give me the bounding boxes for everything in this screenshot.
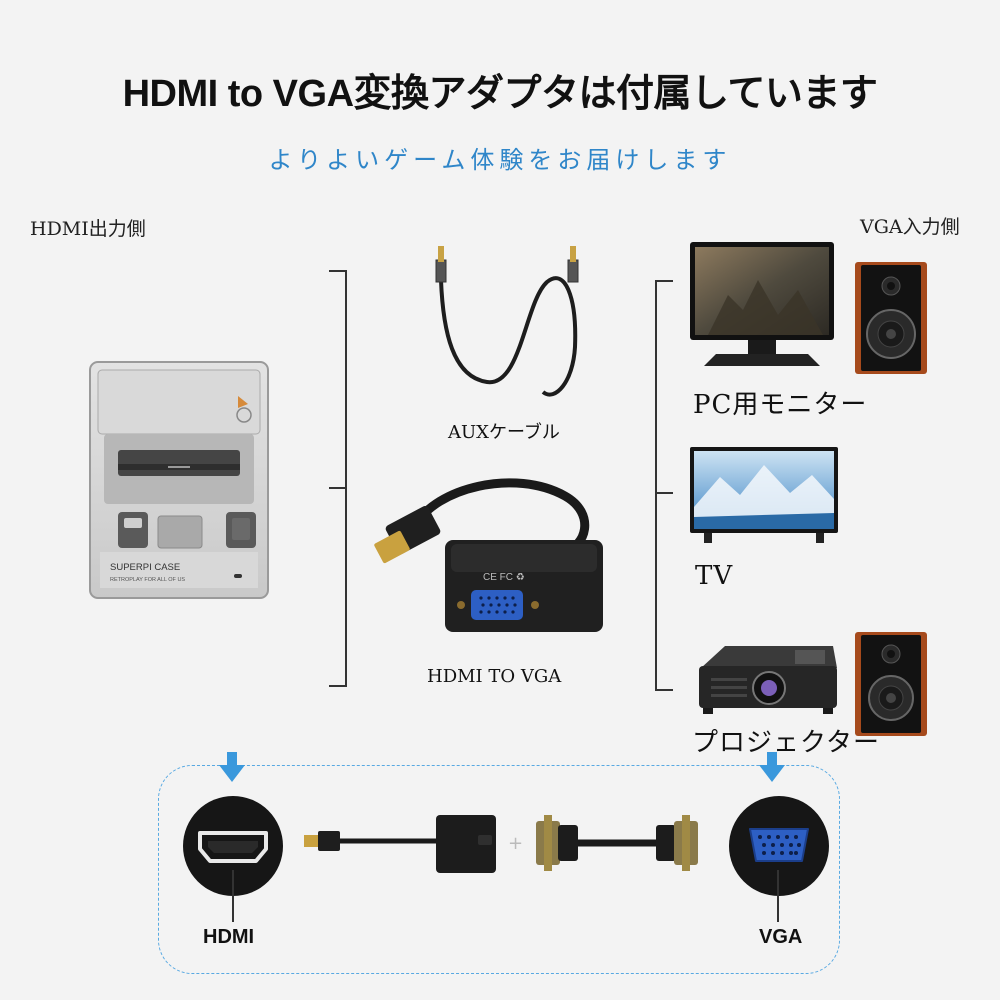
tv-label: TV	[695, 561, 734, 591]
page-subtitle: よりよいゲーム体験をお届けします	[268, 146, 732, 174]
plus-sign: +	[508, 833, 523, 854]
down-arrow-icon	[219, 752, 245, 782]
retro-console-image: SUPERPI CASE RETROPLAY FOR ALL OF US	[89, 361, 269, 599]
speaker-image	[855, 262, 927, 374]
hdmi-port-icon	[183, 796, 283, 896]
hdmi-output-side-label: HDMI出力側	[30, 218, 146, 240]
projector-image	[699, 646, 837, 714]
adapter-label: HDMI TO VGA	[427, 666, 562, 687]
connection-diagram-box	[158, 765, 840, 974]
vga-input-side-label: VGA入力側	[860, 216, 960, 238]
tv-image	[690, 447, 838, 543]
adapter-and-vga-cable-image: +	[304, 815, 698, 873]
adapter-cert-marks: CE FC ♻	[483, 572, 525, 583]
aux-cable-image	[435, 246, 579, 397]
pc-monitor-image	[690, 242, 834, 366]
vga-port-icon	[729, 796, 829, 896]
hdmi-to-vga-adapter-image: CE FC ♻	[374, 478, 603, 632]
aux-cable-label: AUXケーブル	[448, 422, 560, 443]
pc-monitor-label: PC用モニター	[693, 390, 868, 420]
vga-label: VGA	[759, 926, 803, 948]
projector-label: プロジェクター	[692, 728, 880, 758]
console-tagline-text: RETROPLAY FOR ALL OF US	[110, 577, 185, 583]
page-title: HDMI to VGA変換アダプタは付属しています	[122, 73, 878, 115]
down-arrow-icon	[759, 752, 785, 782]
speaker-image	[855, 632, 927, 736]
console-brand-text: SUPERPI CASE	[110, 562, 180, 573]
hdmi-label: HDMI	[203, 926, 255, 948]
